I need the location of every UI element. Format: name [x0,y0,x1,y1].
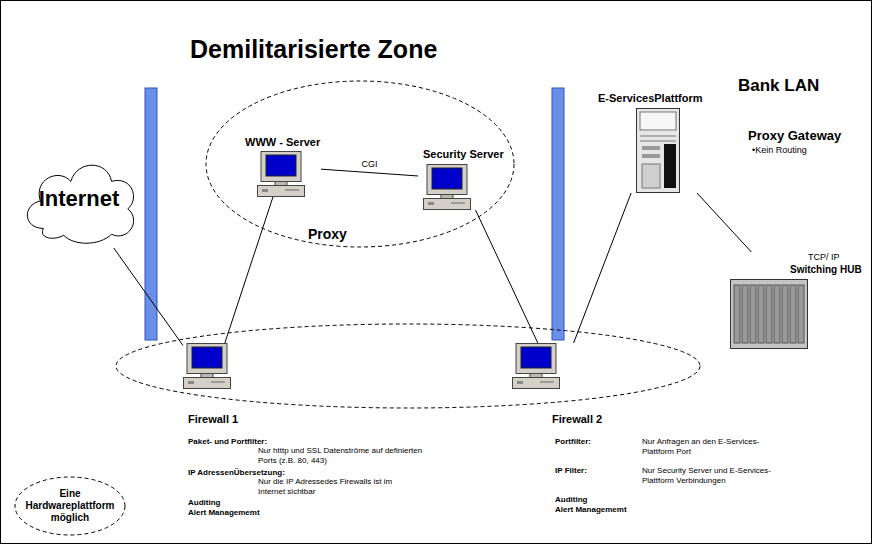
annotation-text: IP Filter: [555,466,587,476]
cloud-node: Internet [18,150,140,248]
firewall-bar [145,88,157,340]
computer-node: WWW - Server [245,136,321,197]
connector-label: CGI [359,159,379,170]
annotation-text: Nur Security Server und E-Services-Platt… [642,466,792,485]
annotation-text: Nur die IP Adressedes Firewalls ist im I… [258,477,403,496]
node-label: Internet [39,186,120,212]
firewall-group-ellipse [116,324,700,408]
computer-icon [512,343,560,389]
connector-line [225,197,273,343]
annotation-text: Alert Managememt [555,505,627,515]
server-icon [636,108,680,193]
hub-node: TCP/ IPSwitching HUB [730,252,862,349]
node-label: Switching HUB [790,264,862,276]
computer-node: Security Server [418,148,504,210]
server-node: E-ServicesPlattform [598,92,703,193]
connector-line [697,193,751,252]
annotation-text: •Kein Routing [752,145,807,156]
connector-line [321,169,418,176]
computer-node: Firewall 1 [183,343,239,427]
connector-line [574,193,632,343]
annotation-text: Alert Managememt [188,508,260,518]
annotation-text: Proxy Gateway [748,128,841,144]
computer-icon [423,164,471,210]
node-label: Security Server [423,148,504,161]
dashed-group-ellipse: Eine Hardwareplattform möglich [14,476,126,536]
node-label: E-ServicesPlattform [598,92,703,105]
annotation-text: Auditing [188,498,220,508]
node-label: WWW - Server [245,136,320,149]
annotation-text: Nur Anfragen an den E-Services-Plattform… [642,437,762,456]
computer-icon [183,343,231,389]
connector-line [114,248,183,346]
node-label: Firewall 1 [188,413,238,426]
firewall-bar [552,88,564,340]
annotation-text: Portfilter: [555,437,591,447]
annotation-text: IP AdressenÜbersetzung: [188,468,285,478]
annotation-text: Nur htttp und SSL Datenströme auf defini… [258,446,423,465]
hub-icon [730,279,808,349]
node-label: Firewall 2 [552,413,602,426]
node-label: TCP/ IP [808,252,840,263]
diagram-title: Demilitarisierte Zone [190,34,437,64]
connector-line [476,210,538,343]
node-label: Eine Hardwareplattform möglich [21,488,119,524]
computer-node: Firewall 2 [512,343,603,427]
computer-icon [257,151,305,197]
node-label: Proxy [308,226,347,243]
annotation-text: Paket- und Portfilter: [188,437,267,447]
annotation-text: Bank LAN [738,76,819,96]
annotation-text: Auditing [555,495,587,505]
